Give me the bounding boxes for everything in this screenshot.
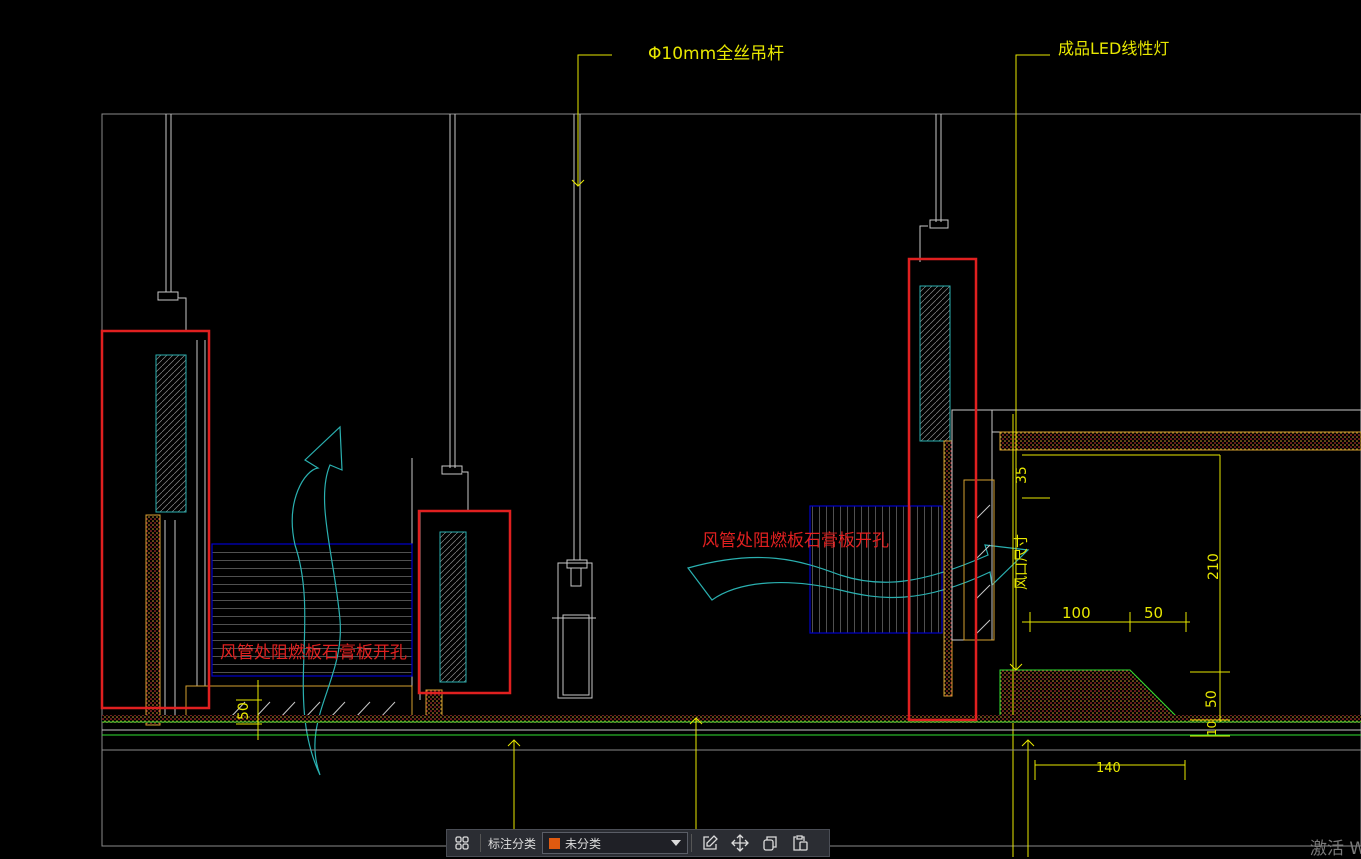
right-duct	[686, 505, 1030, 634]
edit-icon[interactable]	[695, 830, 725, 856]
hanger-rods	[157, 114, 949, 569]
move-icon[interactable]	[725, 830, 755, 856]
dim-50-right: 50	[1204, 690, 1220, 708]
left-panel	[145, 340, 206, 726]
category-value: 未分类	[565, 836, 602, 851]
toolbar-divider	[480, 834, 481, 852]
dim-35: 35	[1014, 466, 1030, 484]
grid-icon[interactable]	[447, 830, 477, 856]
right-panel	[919, 285, 1361, 857]
leader-lines	[236, 54, 1230, 857]
dim-140: 140	[1096, 761, 1121, 776]
dim-50-left: 50	[236, 702, 252, 720]
toolbar-divider	[691, 834, 693, 852]
duct-note-left: 风管处阻燃板石膏板开孔	[220, 642, 407, 663]
copy-icon[interactable]	[755, 830, 785, 856]
chevron-down-icon	[671, 840, 682, 846]
duct-note-right: 风管处阻燃板石膏板开孔	[702, 530, 889, 551]
highlight-box-left[interactable]	[100, 329, 211, 710]
category-label: 标注分类	[488, 836, 537, 851]
category-dropdown[interactable]: 未分类	[542, 832, 689, 854]
rod-callout-text: Φ10mm全丝吊杆	[648, 44, 784, 64]
paste-icon[interactable]	[785, 830, 815, 856]
activation-watermark: 激活 W	[1310, 839, 1361, 859]
highlight-box-middle[interactable]	[417, 509, 512, 695]
vent-size-text: 风口尺寸	[1014, 534, 1030, 590]
dim-10: 10	[1205, 721, 1219, 736]
highlight-box-right[interactable]	[907, 257, 978, 722]
center-bracket	[552, 562, 596, 699]
dim-210: 210	[1206, 553, 1222, 580]
drawing-frame	[101, 113, 1361, 847]
led-callout-text: 成品LED线性灯	[1058, 39, 1169, 58]
dim-100: 100	[1062, 604, 1091, 622]
dim-50-horizontal: 50	[1144, 604, 1163, 622]
floor-layers	[102, 715, 1361, 751]
category-color-swatch	[549, 837, 561, 849]
annotation-toolbar: 标注分类 未分类	[446, 829, 830, 857]
